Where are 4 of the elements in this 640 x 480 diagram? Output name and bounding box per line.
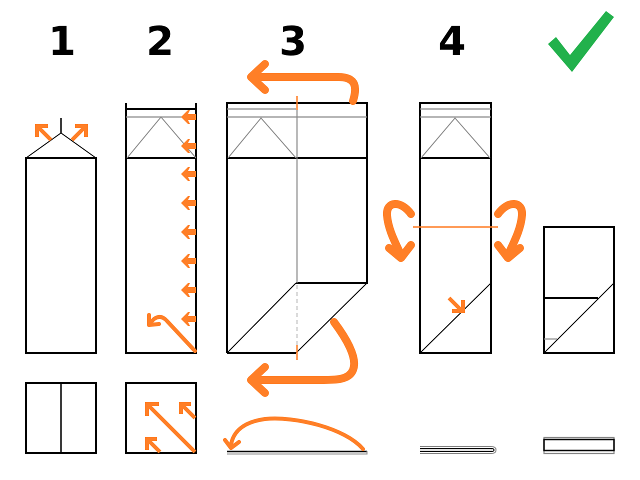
step-number: 4 [437, 20, 467, 64]
step-number: 2 [145, 20, 175, 64]
step-number: 1 [47, 20, 77, 64]
step-number: 3 [278, 20, 308, 64]
